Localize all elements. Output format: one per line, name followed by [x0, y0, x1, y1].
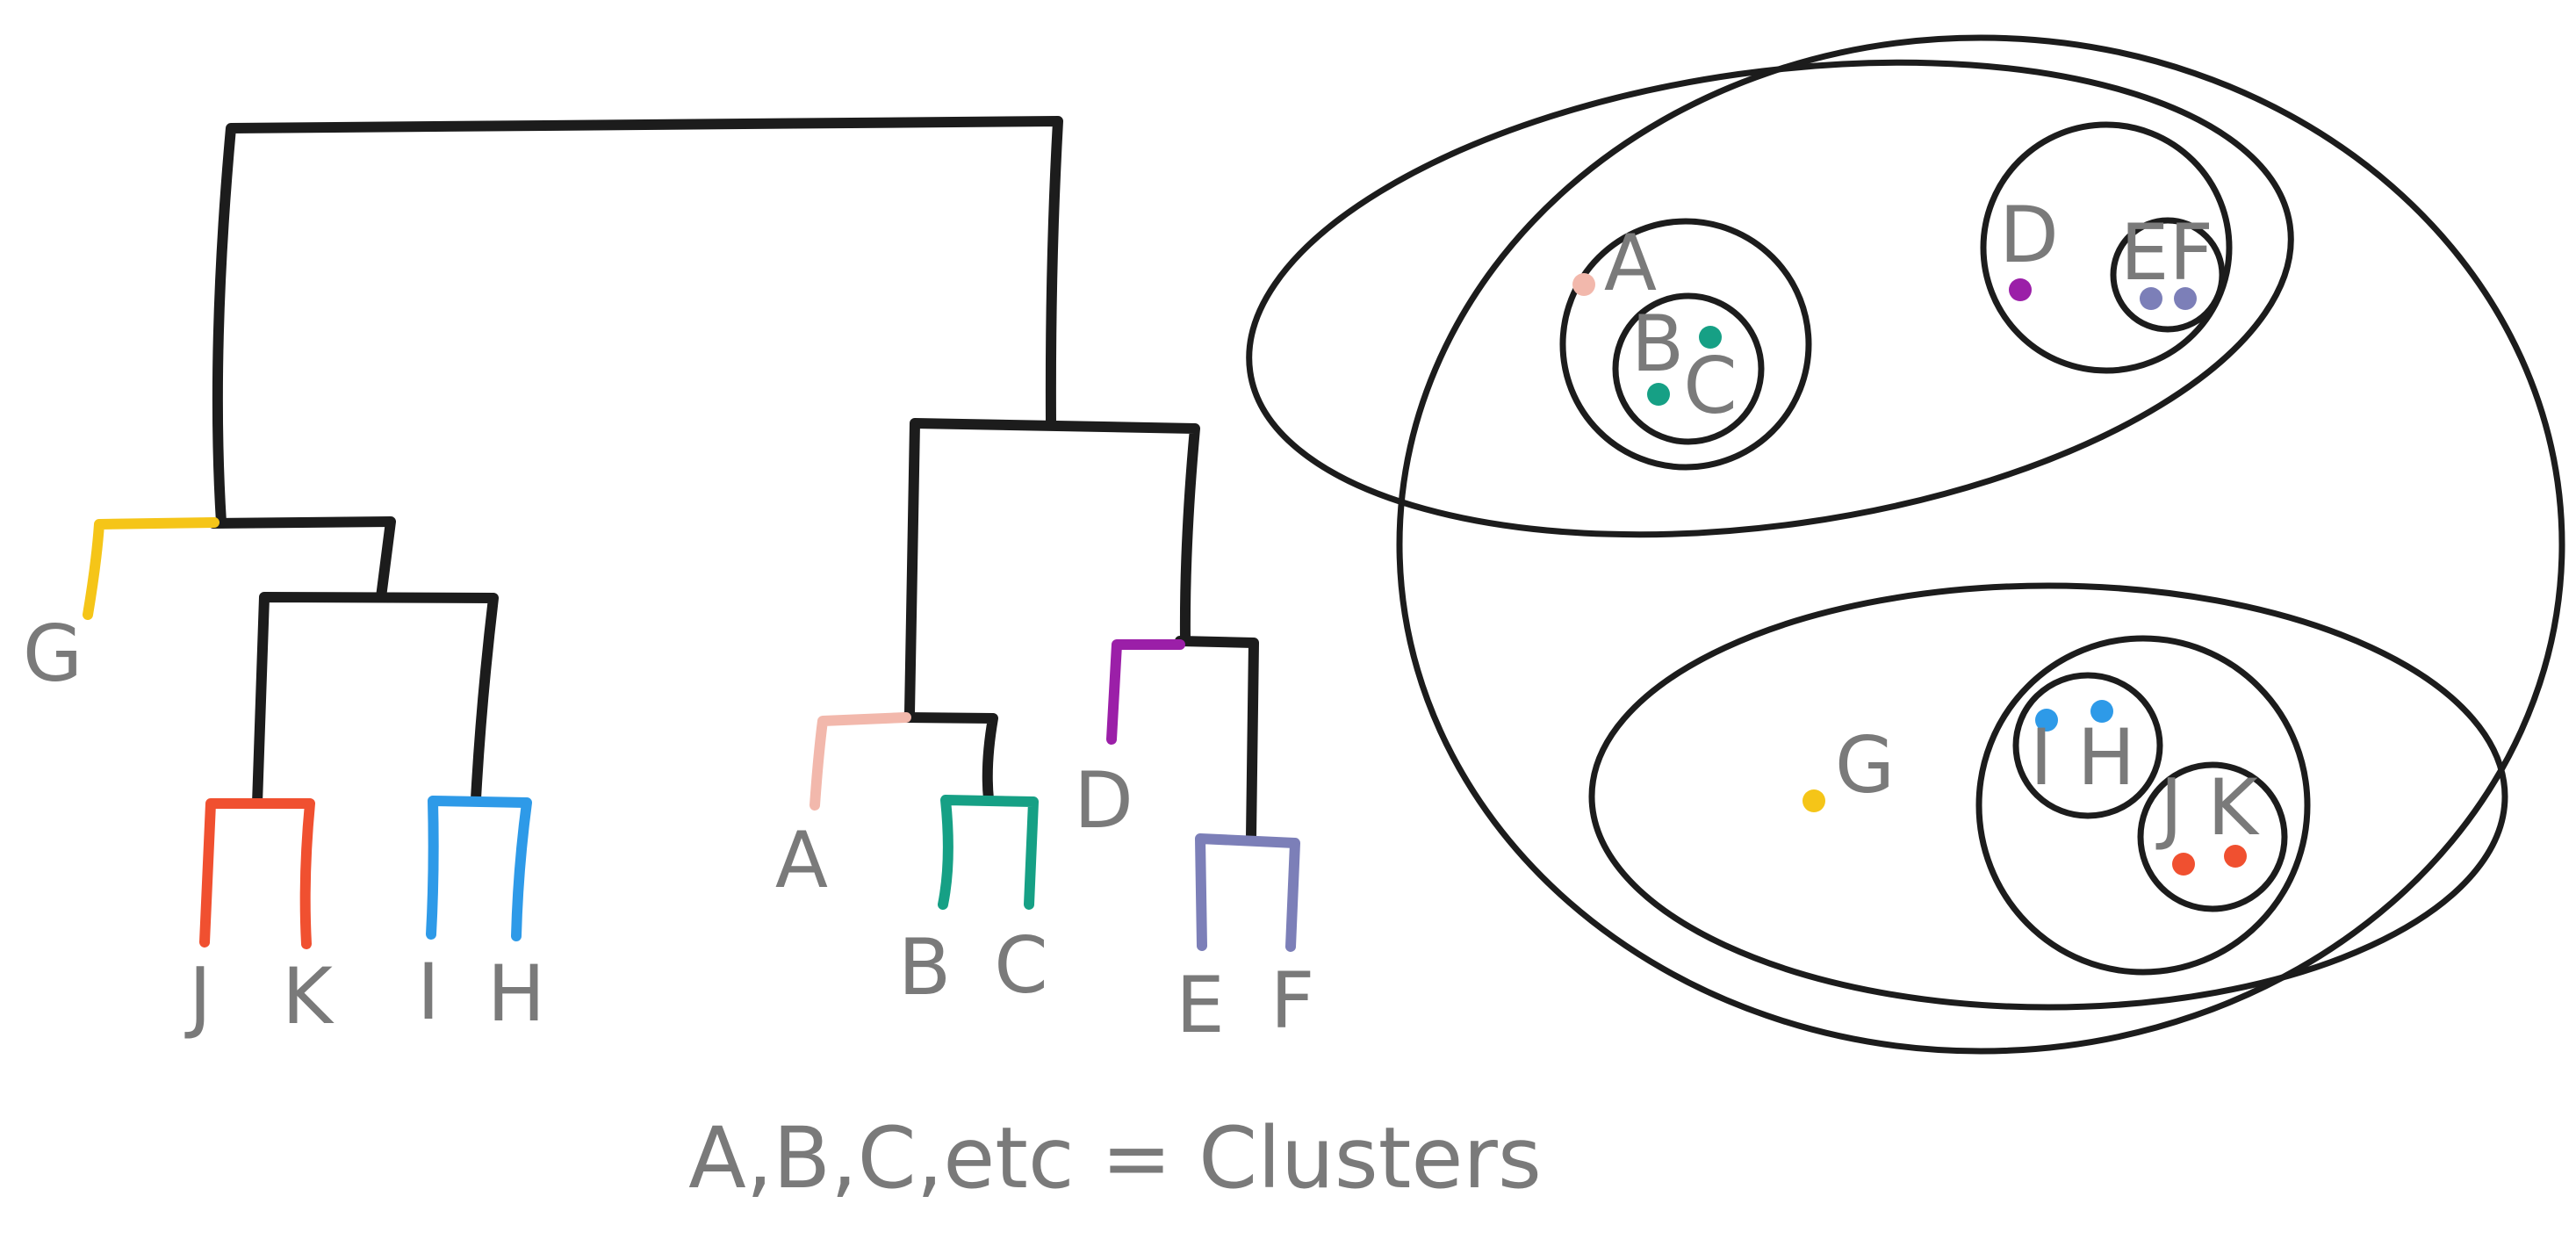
venn-label-jk: J K	[2155, 762, 2260, 853]
leaf-label-k: K	[282, 951, 335, 1041]
leaf-label-b: B	[898, 922, 951, 1013]
cluster-ring-def	[1980, 121, 2233, 374]
point-a	[1572, 273, 1595, 296]
dendrogram	[208, 116, 1259, 842]
venn-label-c: C	[1683, 341, 1737, 431]
leaf-label-h: H	[487, 948, 545, 1039]
branch-a	[809, 712, 911, 811]
venn-label-a: A	[1604, 218, 1657, 308]
branch-bc	[938, 795, 1039, 910]
dendrogram-link-root	[212, 116, 1063, 528]
nested-clusters	[1246, 34, 2565, 1055]
cluster-ring-abcdef	[1246, 59, 2294, 538]
dendrogram-link-right-main	[904, 418, 1200, 718]
branch-g	[83, 517, 219, 620]
point-b	[1647, 383, 1670, 406]
venn-label-g: G	[1835, 720, 1895, 811]
point-e	[2140, 287, 2162, 310]
cluster-labels: A B C D EF G I H J K	[1604, 190, 2260, 853]
point-k	[2224, 845, 2247, 868]
point-g	[1802, 789, 1825, 812]
dendrogram-leaves	[83, 517, 1300, 952]
leaf-label-a: A	[775, 815, 828, 905]
leaf-label-i: I	[417, 947, 440, 1037]
cluster-ring-hijk	[1975, 635, 2311, 976]
venn-label-d: D	[1999, 190, 2059, 280]
dendrogram-link-left-main	[208, 516, 396, 602]
leaf-label-j: J	[184, 951, 212, 1041]
venn-label-ef: EF	[2120, 207, 2213, 298]
branch-ef	[1195, 833, 1300, 952]
point-j	[2172, 853, 2195, 876]
branch-d	[1106, 639, 1185, 745]
branch-ih	[426, 796, 532, 941]
leaf-label-c: C	[994, 920, 1047, 1011]
dendrogram-link-jk-ih	[252, 592, 499, 809]
point-f	[2174, 287, 2197, 310]
cluster-ring-jk	[2137, 761, 2288, 912]
cluster-ring-abc	[1559, 218, 1812, 471]
point-d	[2009, 278, 2032, 301]
cluster-points	[1572, 273, 2247, 876]
cluster-ring-all	[1396, 34, 2565, 1055]
cluster-ring-ih	[2012, 672, 2163, 819]
point-h	[2090, 700, 2113, 723]
cluster-ring-ef	[2110, 217, 2226, 333]
venn-label-b: B	[1631, 299, 1684, 389]
point-c	[1699, 326, 1722, 349]
leaf-label-e: E	[1176, 960, 1225, 1050]
cluster-ring-ghijk	[1588, 582, 2508, 1011]
venn-label-ih: I H	[2030, 712, 2135, 803]
leaf-label-g: G	[23, 609, 83, 699]
dendrogram-link-d-ef	[1175, 636, 1259, 842]
dendrogram-labels: G J K I H A B C D E F	[23, 609, 1314, 1050]
leaf-label-d: D	[1074, 755, 1133, 846]
branch-jk	[199, 798, 315, 949]
cluster-ring-bc	[1612, 292, 1765, 445]
dendrogram-link-a-bc	[900, 712, 998, 804]
point-i	[2035, 709, 2058, 732]
caption: A,B,C,etc = Clusters	[688, 1109, 1542, 1207]
leaf-label-f: F	[1270, 955, 1315, 1046]
